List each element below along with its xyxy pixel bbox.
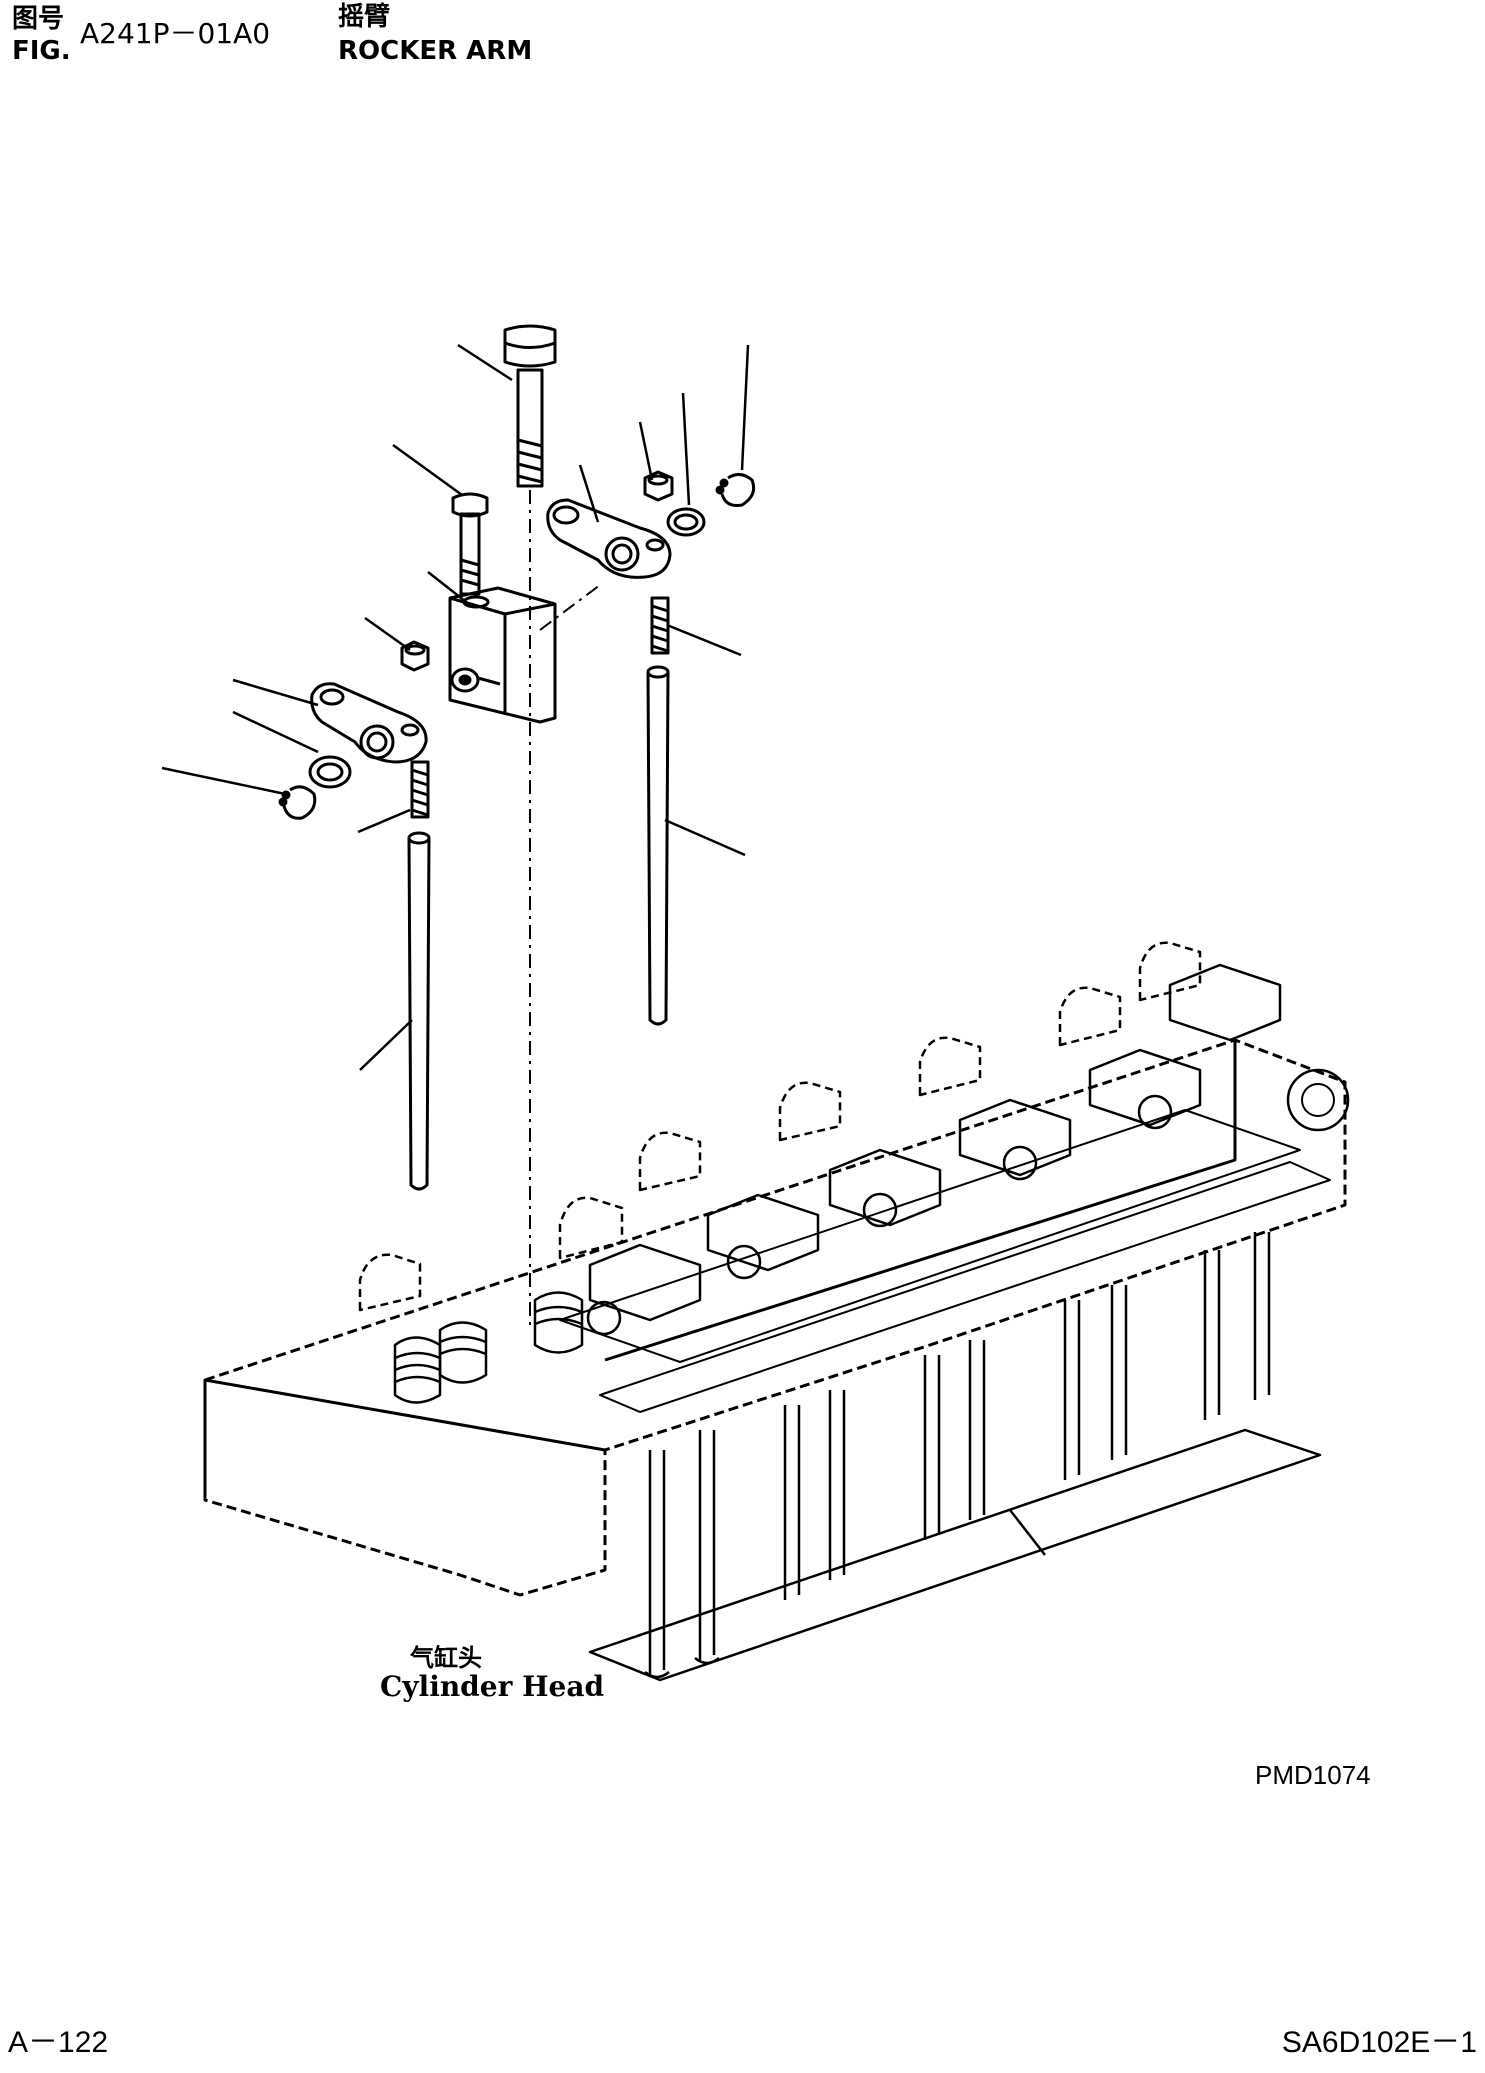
page-number: A－122 bbox=[8, 2026, 109, 2059]
bolt-short bbox=[451, 492, 489, 596]
fig-number: A241P－01A0 bbox=[80, 17, 271, 50]
drawing-ref: PMD1074 bbox=[1255, 1760, 1371, 1790]
rocker-arm-towers bbox=[358, 941, 1202, 1312]
adjust-screw-right bbox=[650, 596, 670, 655]
model-code: SA6D102E－1 bbox=[1281, 2026, 1477, 2059]
installed-rocker-arms bbox=[393, 963, 1282, 1404]
cylinder-head-assembly bbox=[203, 941, 1350, 1682]
caption-cn: 气缸头 bbox=[410, 1643, 482, 1672]
push-rod-left bbox=[407, 831, 431, 1191]
caption-en: Cylinder Head bbox=[380, 1670, 605, 1703]
title-en: ROCKER ARM bbox=[338, 36, 533, 66]
assembly-centre-lines bbox=[529, 490, 601, 1330]
push-rods-installed bbox=[644, 1232, 1271, 1679]
rocker-arm-right bbox=[546, 498, 672, 579]
nut-left bbox=[400, 640, 430, 672]
nut-right bbox=[643, 470, 674, 502]
clip-right bbox=[715, 473, 756, 507]
bolt-long bbox=[503, 324, 557, 488]
washer-right bbox=[666, 507, 706, 537]
rocker-arm-left bbox=[310, 682, 428, 764]
rocker-arm-support bbox=[448, 586, 557, 724]
title-cn: 摇臂 bbox=[338, 2, 391, 32]
fig-label-en: FIG. bbox=[12, 36, 71, 66]
push-rod-right bbox=[646, 665, 670, 1026]
washer-left bbox=[308, 755, 352, 789]
fig-label-cn: 图号 bbox=[12, 4, 65, 34]
adjust-screw-left bbox=[410, 760, 430, 819]
leader-lines bbox=[161, 343, 1046, 1556]
clip-left bbox=[278, 785, 317, 820]
